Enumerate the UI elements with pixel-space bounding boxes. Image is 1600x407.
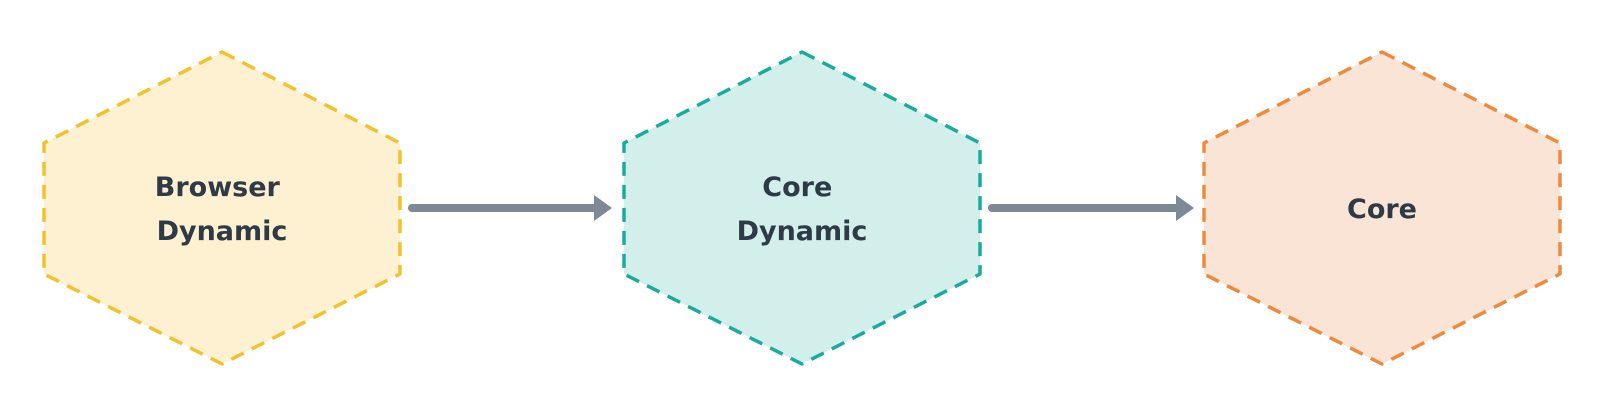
- hexagon-shape: [1202, 50, 1562, 366]
- edge-browser-dynamic-to-core-dynamic: [408, 195, 612, 221]
- node-label-line: Core: [1347, 194, 1417, 225]
- node-core-dynamic: Core Dynamic: [622, 50, 982, 366]
- arrow-head: [594, 195, 612, 221]
- hexagon-shape: [42, 50, 402, 366]
- node-core: Core: [1202, 50, 1562, 366]
- node-label-line: Dynamic: [157, 216, 288, 247]
- node-label: Core: [1347, 194, 1417, 225]
- arrow-head: [1176, 195, 1194, 221]
- hexagon-shape: [622, 50, 982, 366]
- node-label-line: Dynamic: [737, 216, 868, 247]
- edge-core-dynamic-to-core: [988, 195, 1194, 221]
- node-label-line: Core: [762, 172, 832, 203]
- node-browser-dynamic: Browser Dynamic: [42, 50, 402, 366]
- node-label-line: Browser: [155, 172, 281, 203]
- node-label: Browser Dynamic: [155, 172, 290, 247]
- node-label: Core Dynamic: [737, 172, 868, 247]
